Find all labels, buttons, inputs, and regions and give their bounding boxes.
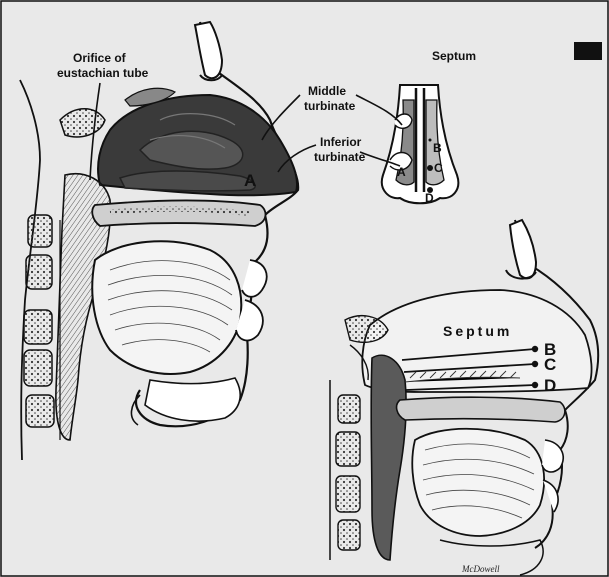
right-sagittal-section bbox=[330, 220, 598, 575]
right-pharynx bbox=[371, 355, 406, 560]
artist-signature: McDowell bbox=[461, 564, 500, 574]
label-inferior-1: Inferior bbox=[320, 135, 362, 149]
label-inferior-2: turbinate bbox=[314, 150, 366, 164]
front-point-c bbox=[427, 165, 433, 171]
left-frontal-bone bbox=[195, 22, 222, 78]
label-front-b: B bbox=[433, 141, 442, 155]
right-vertebrae bbox=[336, 395, 360, 550]
label-right-c: C bbox=[544, 355, 556, 374]
label-orifice-2: eustachian tube bbox=[57, 66, 149, 80]
label-front-a: A bbox=[397, 165, 406, 179]
label-front-d: D bbox=[425, 191, 434, 205]
label-middle-1: Middle bbox=[308, 84, 346, 98]
label-septum-bottom: Septum bbox=[443, 323, 512, 339]
right-tongue bbox=[412, 429, 544, 536]
frontal-nose-outline bbox=[382, 85, 458, 203]
label-right-d: D bbox=[544, 376, 556, 395]
corner-tab bbox=[574, 42, 602, 60]
left-tongue bbox=[92, 241, 241, 374]
frontal-septum-view bbox=[382, 85, 458, 203]
label-orifice-1: Orifice of bbox=[73, 51, 127, 65]
left-vertebrae bbox=[24, 215, 54, 427]
label-a-left: A bbox=[244, 171, 256, 190]
left-sagittal-section bbox=[20, 22, 298, 460]
right-palate bbox=[397, 397, 565, 422]
label-front-c: C bbox=[434, 161, 443, 175]
label-middle-2: turbinate bbox=[304, 99, 356, 113]
label-septum-top: Septum bbox=[432, 49, 476, 63]
